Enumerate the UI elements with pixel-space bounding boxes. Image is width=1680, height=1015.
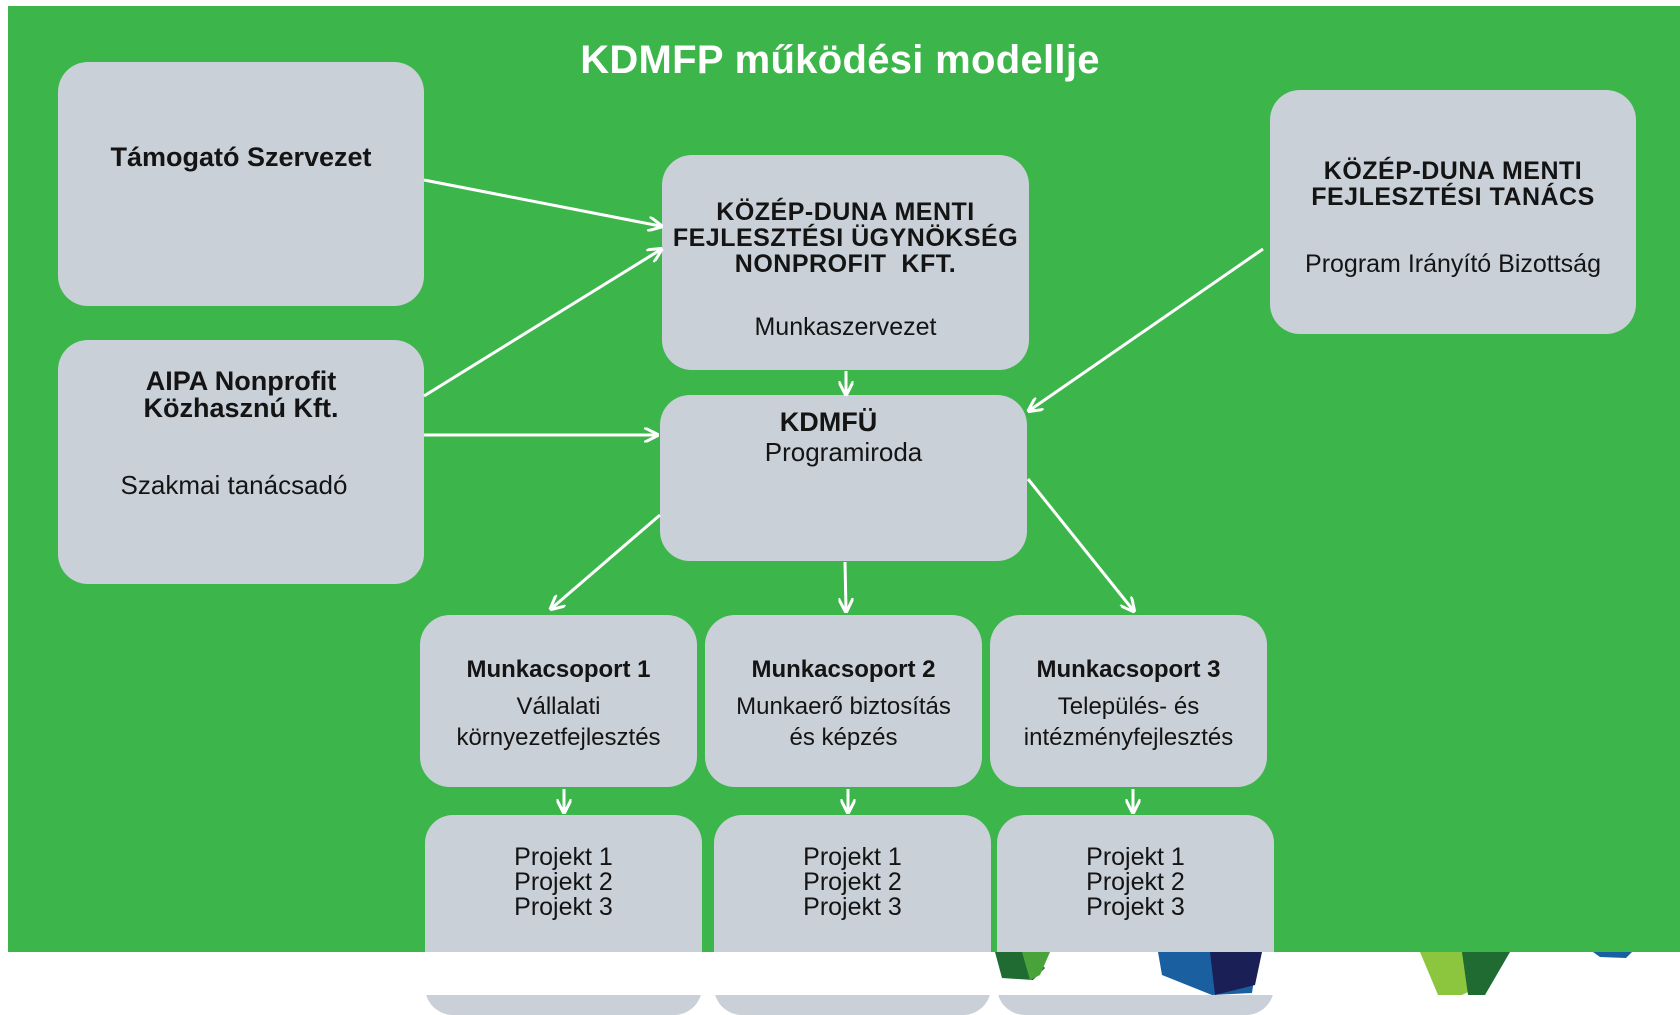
munkacsoport-name: Munkacsoport 2 [751,656,936,683]
node-tamogato-name: Támogató Szervezet [110,142,372,172]
projekt-item: Projekt 3 [514,893,613,921]
projekt-item: Projekt 3 [1086,893,1185,921]
decorative-logo-shapes [995,952,1632,995]
projekt-list: Projekt 1 Projekt 2 Projekt 3 [425,845,702,920]
bottom-white-band [0,952,1680,995]
projekt-item: Projekt 3 [803,893,902,921]
munkacsoport-desc-line: Vállalati [516,693,601,720]
node-tanacs-name-line: KÖZÉP-DUNA MENTI [1323,157,1583,185]
munkacsoport-desc: Település- és intézményfejlesztés [990,691,1267,753]
node-kdmfu-programiroda: KDMFÜ Programiroda [660,395,1027,561]
node-kdmfu-role: Programiroda [764,437,923,467]
arrow-kdmfu-to-mcs1 [552,513,661,608]
munkacsoport-desc-line: intézményfejlesztés [1023,724,1234,751]
arrow-tanacs-to-kdmfu [1030,247,1264,410]
node-munkacsoport-3: Munkacsoport 3 Település- és intézményfe… [990,615,1267,787]
node-munkacsoport-1: Munkacsoport 1 Vállalati környezetfejles… [420,615,697,787]
node-kdmfu-name: KDMFÜ [779,407,878,437]
node-aipa-name-line: Közhasznú Kft. [143,393,339,423]
arrow-kdmfu-to-mcs3 [1026,478,1133,610]
munkacsoport-name: Munkacsoport 3 [1036,656,1221,683]
arrow-kdmfu-to-mcs2 [845,561,846,610]
munkacsoport-desc: Munkaerő biztosítás és képzés [705,691,982,753]
node-tamogato-szervezet: Támogató Szervezet [58,62,424,306]
node-munkacsoport-2: Munkacsoport 2 Munkaerő biztosítás és ké… [705,615,982,787]
node-ugynokseg-name-line: NONPROFIT KFT. [734,250,957,278]
projekt-item: Projekt 1 [1086,843,1185,871]
projekt-item: Projekt 1 [514,843,613,871]
node-fejlesztesi-tanacs: KÖZÉP-DUNA MENTI FEJLESZTÉSI TANÁCS Prog… [1270,90,1636,334]
node-tanacs-name-line: FEJLESZTÉSI TANÁCS [1311,183,1595,211]
decor-shape [1462,952,1510,995]
diagram-title: KDMFP működési modellje [580,38,1100,82]
munkacsoport-desc-line: Munkaerő biztosítás [736,693,951,720]
munkacsoport-desc-line: és képzés [789,724,898,751]
node-aipa-role: Szakmai tanácsadó [120,470,348,500]
node-ugynokseg-name-line: FEJLESZTÉSI ÜGYNÖKSÉG [672,224,1019,252]
munkacsoport-desc: Vállalati környezetfejlesztés [420,691,697,753]
node-aipa-name: AIPA Nonprofit Közhasznú Kft. [58,368,424,422]
projekt-list: Projekt 1 Projekt 2 Projekt 3 [997,845,1274,920]
node-aipa: AIPA Nonprofit Közhasznú Kft. Szakmai ta… [58,340,424,584]
projekt-item: Projekt 1 [803,843,902,871]
munkacsoport-desc-line: Település- és [1057,693,1200,720]
decor-shape [1210,952,1262,995]
projekt-list: Projekt 1 Projekt 2 Projekt 3 [714,845,991,920]
decor-shape [1022,952,1050,980]
node-aipa-name-line: AIPA Nonprofit [145,366,337,396]
node-ugynokseg-name-line: KÖZÉP-DUNA MENTI [716,198,975,226]
munkacsoport-desc-line: környezetfejlesztés [456,724,661,751]
node-fejlesztesi-ugynokseg: KÖZÉP-DUNA MENTI FEJLESZTÉSI ÜGYNÖKSÉG N… [662,155,1029,370]
projekt-item: Projekt 2 [803,868,902,896]
node-ugynokseg-role: Munkaszervezet [754,313,937,341]
node-ugynokseg-name: KÖZÉP-DUNA MENTI FEJLESZTÉSI ÜGYNÖKSÉG N… [662,199,1029,277]
node-tanacs-name: KÖZÉP-DUNA MENTI FEJLESZTÉSI TANÁCS [1270,158,1636,210]
node-tanacs-role: Program Irányító Bizottság [1305,250,1601,278]
projekt-item: Projekt 2 [1086,868,1185,896]
arrow-aipa-to-ugynokseg [423,250,660,398]
projekt-item: Projekt 2 [514,868,613,896]
decor-shape [1593,952,1632,958]
munkacsoport-name: Munkacsoport 1 [466,656,651,683]
arrow-tamogato-to-ugynokseg [423,178,660,226]
